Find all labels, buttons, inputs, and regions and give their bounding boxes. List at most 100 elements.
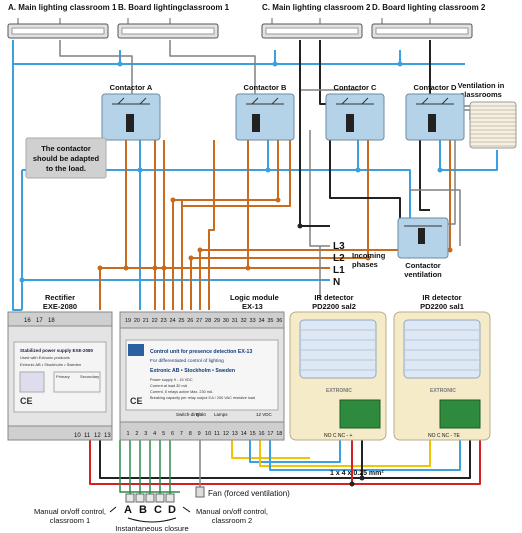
logic-terminal: 1 xyxy=(126,431,129,437)
fan-label: Fan (forced ventilation) xyxy=(208,489,290,498)
cable-label: 1 x 4 x 0.25 mm² xyxy=(330,470,384,477)
logic-terminal: 29 xyxy=(214,318,220,324)
logic-terminal: 11 xyxy=(214,431,220,437)
logic-title: Control unit for presence detection EX-1… xyxy=(150,349,252,355)
logic-label-switch: Switch-ding xyxy=(176,412,200,417)
junction-dots xyxy=(97,197,453,271)
pushbutton-icons xyxy=(125,493,175,503)
phase-l1-label: L1 xyxy=(333,265,345,276)
instantaneous-label: Instantaneous closure xyxy=(115,524,188,533)
contactor-d-label: Contactor D xyxy=(414,83,458,92)
logic-subtitle: For differentiated control of lighting xyxy=(150,358,224,364)
logic-terminal: 22 xyxy=(152,318,158,324)
logic-terminal: 4 xyxy=(153,431,156,437)
logic-terminal: 24 xyxy=(169,318,175,324)
logic-terminal: 7 xyxy=(180,431,183,437)
contactor-c xyxy=(325,93,385,141)
note-box xyxy=(25,137,107,179)
lamp-a-label: A. Main lighting classroom 1 xyxy=(8,3,117,12)
logic-terminal: 10 xyxy=(205,431,211,437)
lamp-b-feed xyxy=(169,40,256,118)
logic-module xyxy=(119,311,285,441)
logic-terminal: 20 xyxy=(134,318,140,324)
contactor-c-label: Contactor C xyxy=(334,83,378,92)
ir2-brand: EXTRONIC xyxy=(326,388,352,394)
logic-terminal: 28 xyxy=(205,318,211,324)
l3-wire xyxy=(309,130,330,247)
lamp-b-icon xyxy=(117,18,219,39)
lamp-b-label: B. Board lightingclassroom 1 xyxy=(118,3,230,12)
button-d: D xyxy=(168,504,176,516)
rectifier-text-3: Extronic AB • Stockholm • Sweden xyxy=(20,362,81,367)
rectifier-terminal: 12 xyxy=(94,433,101,439)
logic-terminal: 18 xyxy=(276,431,282,437)
manual1-label-2: classroom 1 xyxy=(50,516,90,525)
rectifier-label-1: Rectifier xyxy=(45,293,75,302)
logic-terminal: 2 xyxy=(135,431,138,437)
logic-terminal: 9 xyxy=(198,431,201,437)
logic-terminal: 15 xyxy=(250,431,256,437)
ir1-label-2: PD2200 sal1 xyxy=(420,302,464,311)
logic-terminal: 27 xyxy=(196,318,202,324)
ir2-label-1: IR detector xyxy=(314,293,353,302)
contactor-ventilation xyxy=(397,217,449,259)
rectifier-terminal: 18 xyxy=(48,318,55,324)
phase-l3-label: L3 xyxy=(333,241,345,252)
contactor-d xyxy=(405,93,465,141)
black-supply xyxy=(99,440,471,479)
neutral-down-left xyxy=(12,40,22,311)
ir2-terminals: NO C NC - + xyxy=(324,433,353,439)
ir1-label-1: IR detector xyxy=(422,293,461,302)
ce-mark-icon: CE xyxy=(130,396,143,406)
logic-terminal: 13 xyxy=(232,431,238,437)
logic-terminal: 31 xyxy=(232,318,238,324)
logic-label-fan: Fläkt xyxy=(196,412,207,417)
lamp-c-icon xyxy=(261,18,363,39)
logic-terminal: 14 xyxy=(241,431,247,437)
logic-terminal: 8 xyxy=(189,431,192,437)
logic-terminal: 16 xyxy=(258,431,264,437)
ir2-label-2: PD2200 sal2 xyxy=(312,302,356,311)
red-supply xyxy=(89,440,481,485)
manual1-label-1: Manual on/off control, xyxy=(34,507,106,516)
incoming-label-2: phases xyxy=(352,260,378,269)
logic-terminal: 21 xyxy=(143,318,149,324)
rectifier-terminal: 16 xyxy=(24,318,31,324)
contactor-vent-label-2: ventilation xyxy=(404,270,442,279)
ir1-brand: EXTRONIC xyxy=(430,388,456,394)
contactor-a-label: Contactor A xyxy=(110,83,153,92)
ir-detector-1 xyxy=(393,311,491,441)
button-c: C xyxy=(154,504,162,516)
lamp-d-label: D. Board lighting classroom 2 xyxy=(372,3,486,12)
neutral-lower-bus xyxy=(22,169,411,230)
logic-terminal: 3 xyxy=(144,431,147,437)
ventilation-grille-icon xyxy=(469,101,517,149)
manual2-label-1: Manual on/off control, xyxy=(196,507,268,516)
contactor-b xyxy=(235,93,295,141)
button-b: B xyxy=(139,504,147,516)
incoming-label-1: Incoming xyxy=(352,251,386,260)
note-line-1: The contactor xyxy=(41,144,91,153)
note-line-3: to the load. xyxy=(46,164,86,173)
yellow-signal xyxy=(231,440,310,459)
logic-spec-2: Current at load 30 mA xyxy=(150,384,188,388)
contactor-a xyxy=(101,93,161,141)
logic-terminal: 35 xyxy=(267,318,273,324)
logic-terminal: 33 xyxy=(250,318,256,324)
rectifier-terminal: 10 xyxy=(74,433,81,439)
rectifier-text-1: Stabilized power supply EXE-2080 xyxy=(20,348,94,353)
rectifier-terminal: 11 xyxy=(84,433,91,439)
ventilation-label-2: classrooms xyxy=(460,90,502,99)
lamp-c-label: C. Main lighting classroom 2 xyxy=(262,3,371,12)
logic-terminal: 23 xyxy=(161,318,167,324)
rectifier-terminal: 17 xyxy=(36,318,43,324)
logic-terminal: 26 xyxy=(187,318,193,324)
wires xyxy=(12,40,498,500)
logic-label-2: EX-13 xyxy=(242,302,263,311)
rectifier-label-2: EXE-2080 xyxy=(43,302,77,311)
logic-terminal: 25 xyxy=(178,318,184,324)
logic-label-vdc: 12 VDC xyxy=(256,412,273,417)
